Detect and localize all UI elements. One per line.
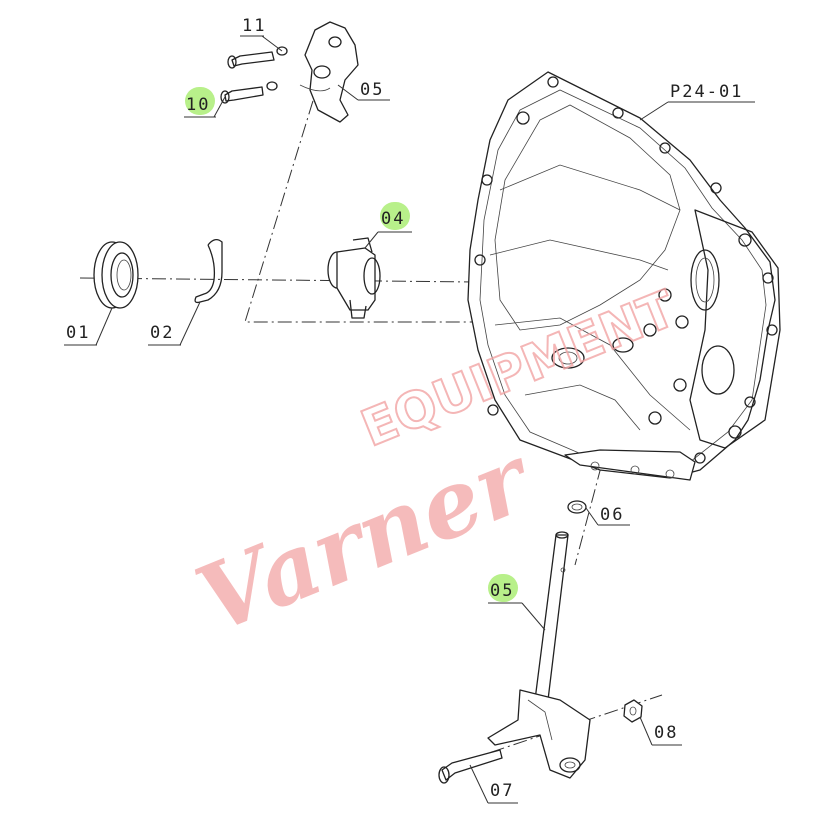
callout-label: 07 [490,781,514,801]
callout-05-top: 05 [337,80,390,101]
part-nut [623,699,643,723]
callout-01: 01 [64,307,113,346]
callout-label: 05 [360,80,384,100]
part-oil-seal [93,241,139,309]
callout-highlight [488,574,518,602]
part-o-ring [567,500,587,514]
callout-label: 08 [654,723,678,743]
callout-label: 01 [66,323,90,343]
part-release-fork [299,21,359,123]
part-spring-clip [194,238,223,304]
group-label: P24-01 [670,82,743,102]
callout-label: 06 [600,505,624,525]
callout-11: 11 [240,16,283,52]
callout-06: 06 [585,505,630,526]
callout-label: 04 [381,209,405,229]
callout-label: 02 [150,323,174,343]
callout-10: 10 [184,87,226,118]
callout-highlight [380,202,410,230]
part-bolt-07 [438,749,503,784]
callout-08: 08 [639,716,682,746]
callout-p24-01: P24-01 [639,82,755,121]
callout-label: 05 [490,581,514,601]
watermark-script: Varner [182,423,548,655]
callout-07: 07 [469,764,518,804]
clutch-housing [467,71,781,481]
callout-02: 02 [148,301,201,346]
part-release-shaft [487,531,591,779]
callout-label: 11 [242,16,266,36]
callout-04: 04 [364,202,412,249]
callout-label: 10 [186,95,210,115]
callout-05-bottom: 05 [488,574,546,631]
part-bolt-10 [220,81,278,104]
part-bolt-11 [227,46,288,69]
callout-highlight [185,87,215,115]
part-release-bearing [327,237,381,319]
